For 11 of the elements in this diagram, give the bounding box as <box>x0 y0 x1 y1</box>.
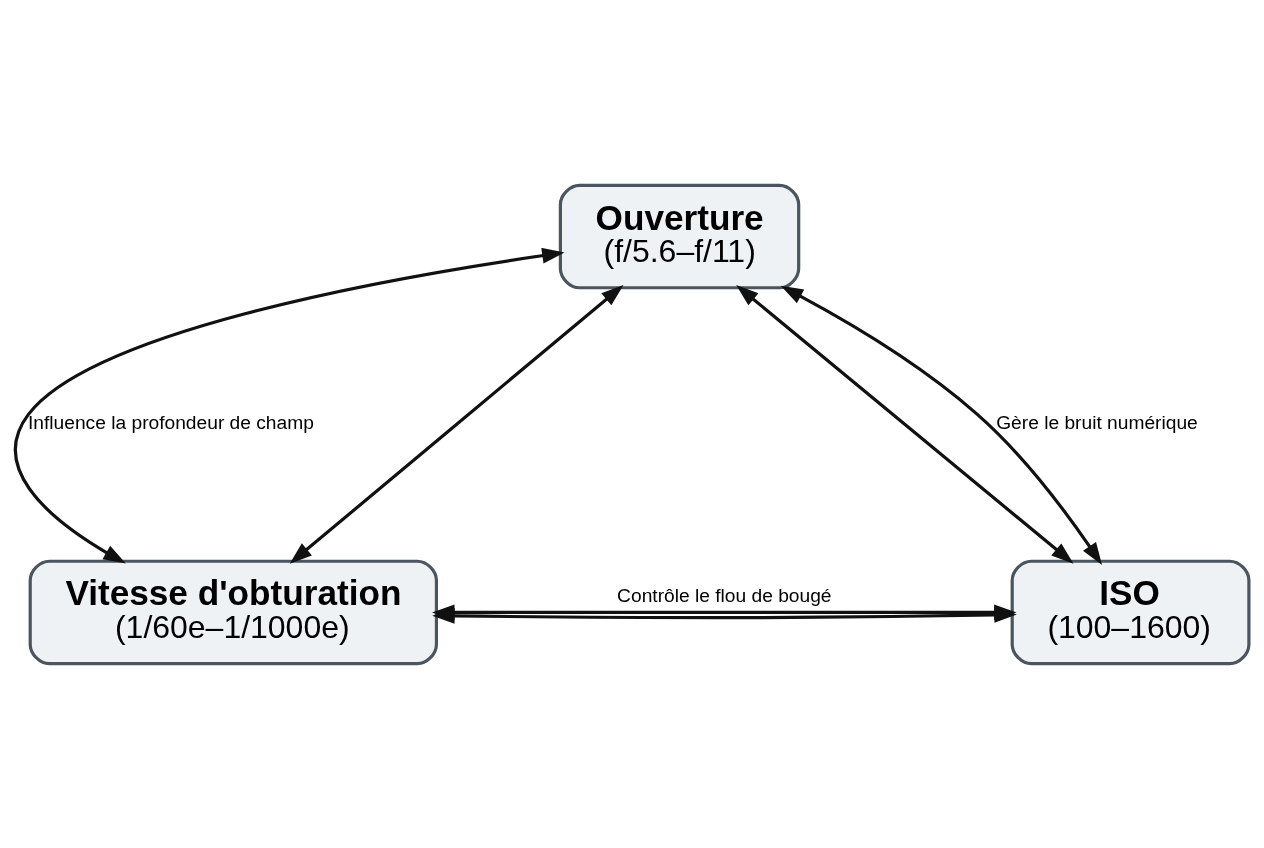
arrow <box>780 285 1103 565</box>
node-box: Ouverture (f/5.6–f/11) <box>558 183 801 289</box>
edge-label: Contrôle le flou de bougé <box>617 584 832 606</box>
node-box: Vitesse d'obturation (1/60e–1/1000e) <box>28 559 439 665</box>
arrow <box>289 284 624 564</box>
arrow <box>14 247 565 564</box>
arrow <box>736 284 1074 564</box>
edge-label: Gère le bruit numérique <box>996 411 1198 433</box>
arrow <box>432 604 1017 620</box>
node-box: ISO (100–1600) <box>1010 559 1251 665</box>
edge-label: Influence la profondeur de champ <box>28 411 314 433</box>
